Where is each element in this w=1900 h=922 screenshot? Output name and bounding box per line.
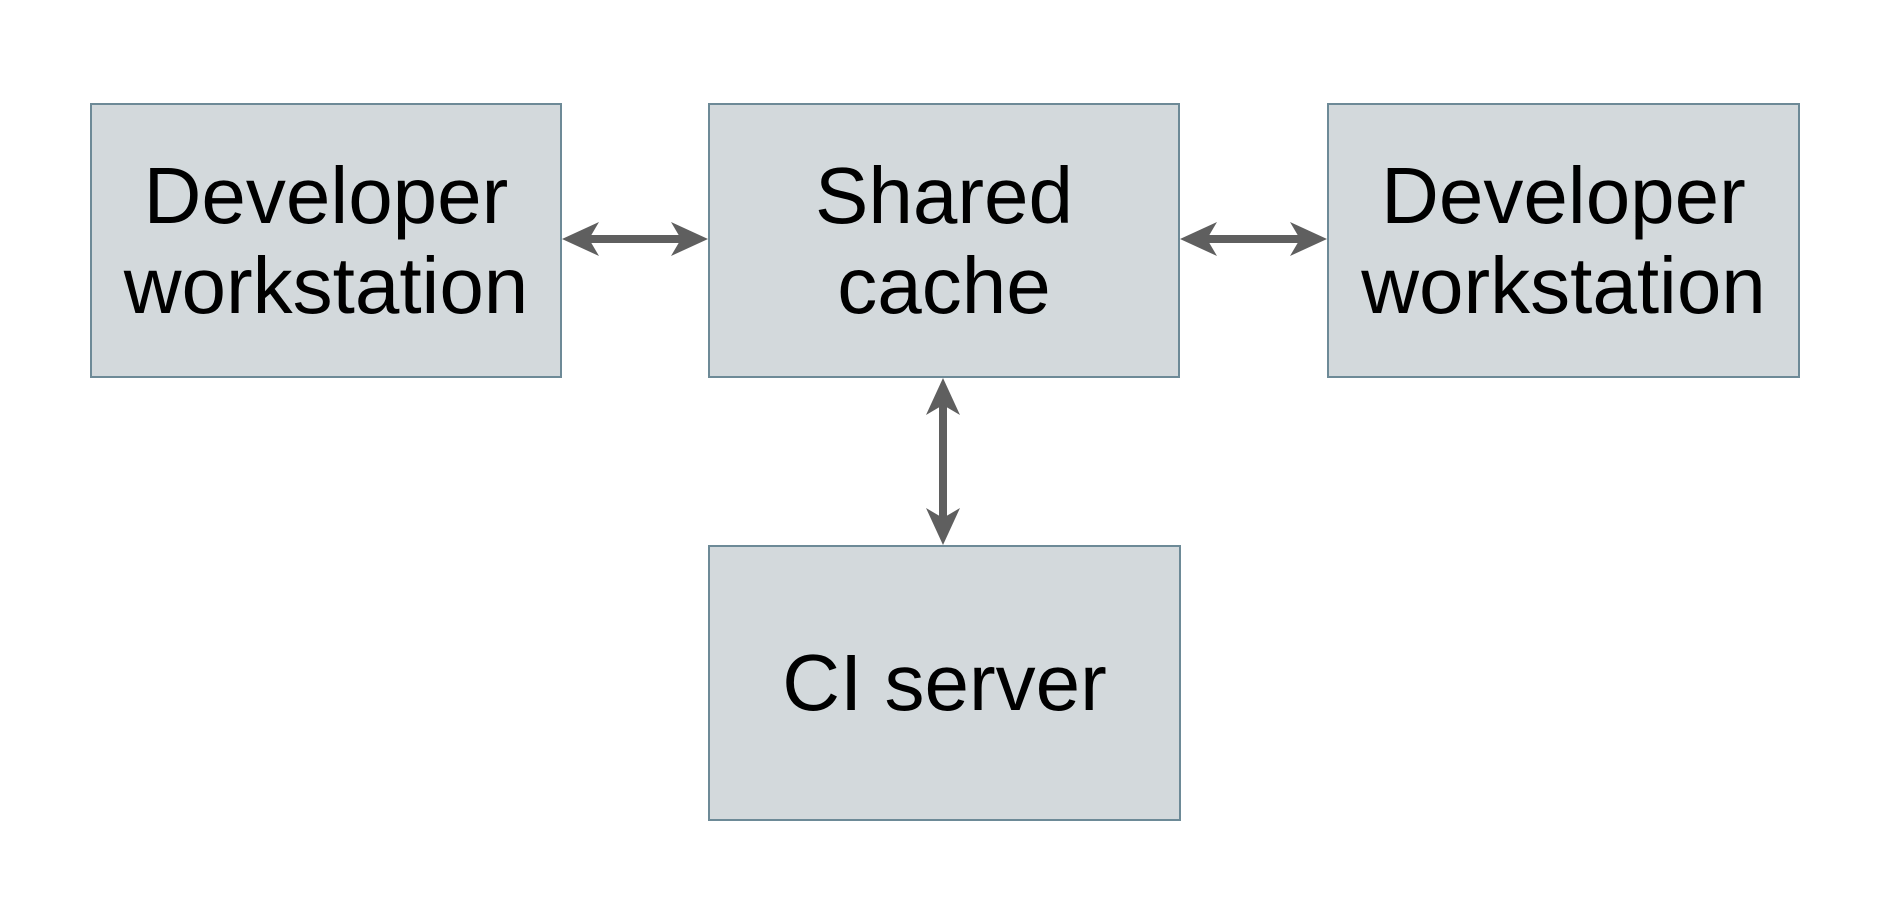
node-label: Developer workstation xyxy=(1361,151,1766,331)
node-label-line: Developer xyxy=(143,150,509,240)
bidirectional-arrow-cache-right xyxy=(1180,217,1327,261)
node-developer-workstation-right: Developer workstation xyxy=(1327,103,1800,378)
node-label-line: workstation xyxy=(1361,240,1766,330)
node-ci-server: CI server xyxy=(708,545,1181,821)
node-label: CI server xyxy=(782,638,1107,728)
node-shared-cache: Shared cache xyxy=(708,103,1180,378)
double-arrow-icon xyxy=(926,378,960,545)
bidirectional-arrow-left-cache xyxy=(562,217,708,261)
double-arrow-icon xyxy=(562,222,708,256)
node-label-line: Shared xyxy=(815,150,1073,240)
double-arrow-icon xyxy=(1180,222,1327,256)
bidirectional-arrow-cache-ci xyxy=(921,378,965,545)
node-developer-workstation-left: Developer workstation xyxy=(90,103,562,378)
node-label-line: Developer xyxy=(1381,150,1746,240)
node-label-line: CI server xyxy=(782,638,1107,727)
node-label: Shared cache xyxy=(815,151,1073,331)
node-label-line: cache xyxy=(837,240,1051,330)
node-label: Developer workstation xyxy=(124,151,529,331)
node-label-line: workstation xyxy=(123,240,529,330)
